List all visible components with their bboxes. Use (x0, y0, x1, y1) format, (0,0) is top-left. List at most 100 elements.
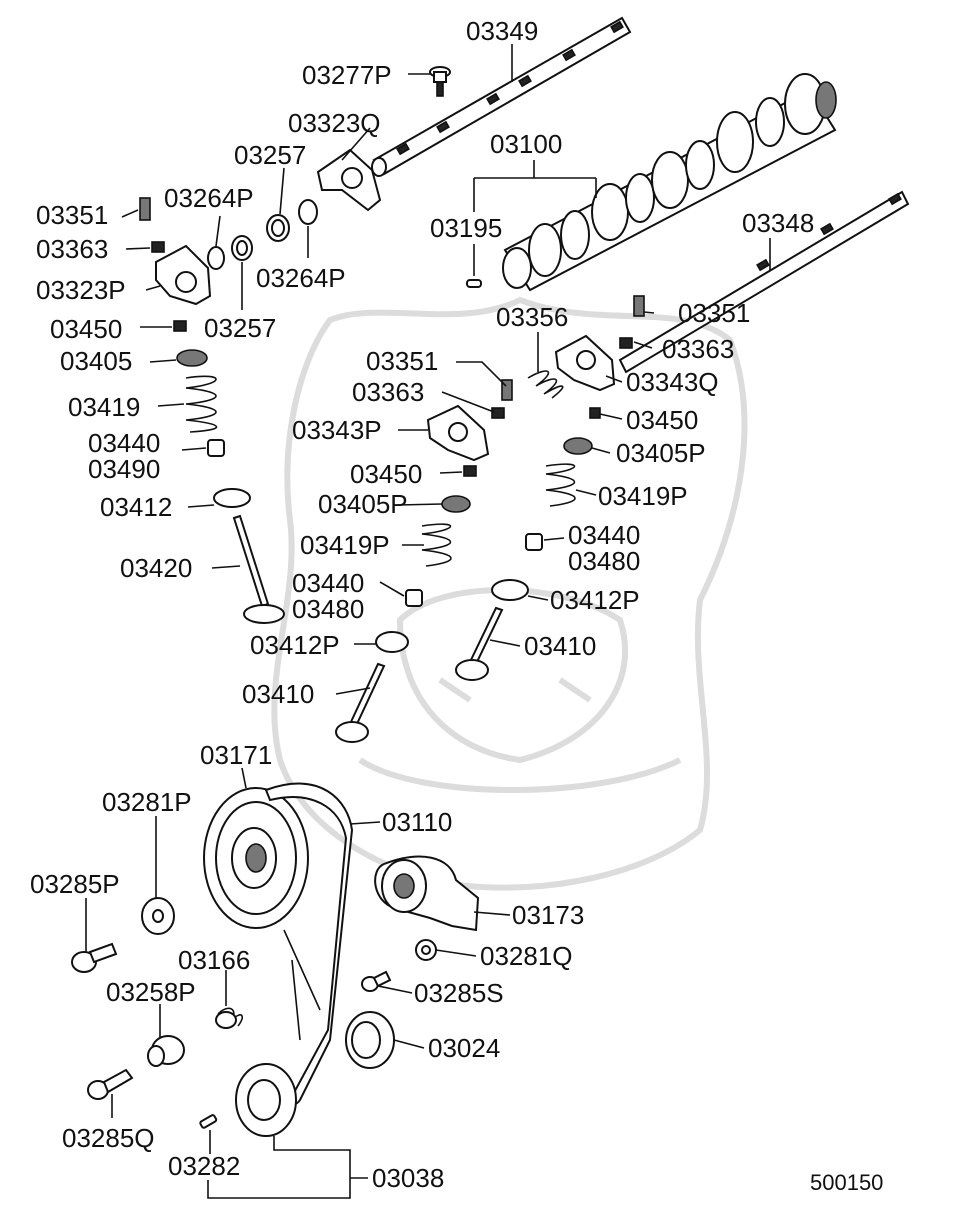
label-03419P-right: 03419P (598, 481, 688, 511)
adjuster-03351-right (633, 295, 645, 317)
part-labels: 03349 03277P 03323Q 03100 03257 03351 03… (30, 16, 883, 1195)
label-03490: 03490 (88, 454, 160, 484)
label-03285Q: 03285Q (62, 1123, 155, 1153)
label-03110: 03110 (382, 807, 452, 837)
label-03038: 03038 (372, 1163, 444, 1193)
label-03257-upper: 03257 (234, 140, 306, 170)
sprocket-03171 (203, 787, 309, 929)
label-03024: 03024 (428, 1033, 500, 1063)
spacer-03258P (147, 1035, 185, 1067)
label-03195: 03195 (430, 213, 502, 243)
bushing-03257-upper (266, 214, 290, 242)
leader-lines (85, 44, 771, 1199)
label-03257-lower: 03257 (204, 313, 276, 343)
adjuster-03351-mid (501, 379, 513, 401)
label-03281Q: 03281Q (480, 941, 573, 971)
seat-03412 (213, 488, 251, 508)
crank-sprocket-03038 (235, 1063, 297, 1137)
valve-03410-right (455, 606, 504, 681)
nut-03450 (173, 320, 187, 332)
label-03363-right: 03363 (662, 334, 734, 364)
bolt-03285P (71, 942, 118, 973)
adjuster-03351 (139, 197, 151, 221)
bolt-03277P (429, 66, 451, 97)
label-03363-mid: 03363 (352, 377, 424, 407)
valve-03420 (232, 514, 285, 624)
label-03450-mid: 03450 (350, 459, 422, 489)
label-03343P: 03343P (292, 415, 382, 445)
key-03282 (199, 1114, 218, 1129)
washer-03264P-lower (207, 246, 225, 270)
spring-03166 (215, 1007, 244, 1029)
washer-03264P-upper (298, 199, 318, 225)
label-03440-right: 03440 (568, 520, 640, 550)
label-03348: 03348 (742, 208, 814, 238)
label-03100: 03100 (490, 129, 562, 159)
nut-03450-mid (463, 465, 477, 477)
retainer-03405 (176, 349, 208, 367)
rocker-arm-03343Q (554, 334, 616, 392)
rocker-arm-03323P (155, 244, 212, 306)
spring-03419P-right (545, 463, 576, 507)
label-03264P-left: 03264P (164, 183, 254, 213)
bushing-03257-lower (231, 235, 253, 261)
seal-03440-right (525, 533, 543, 551)
rocker-arm-03343P (426, 404, 490, 462)
spring-03419P-mid (421, 523, 452, 567)
label-03258P: 03258P (106, 977, 196, 1007)
label-03285P: 03285P (30, 869, 120, 899)
nut-03363-mid (491, 407, 505, 419)
label-03323P: 03323P (36, 275, 126, 305)
label-03440-mid: 03440 (292, 568, 364, 598)
plate-03024 (345, 1011, 395, 1069)
label-03349: 03349 (466, 16, 538, 46)
label-03412P-mid: 03412P (250, 630, 340, 660)
retainer-03405P-right (563, 437, 593, 455)
tensioner-03173 (374, 855, 480, 932)
retainer-03405P-mid (441, 495, 471, 513)
label-03412P-right: 03412P (550, 585, 640, 615)
figure-number: 500150 (810, 1170, 883, 1195)
label-03419P-mid: 03419P (300, 530, 390, 560)
nut-03363 (151, 241, 165, 253)
nut-03363-right (619, 337, 633, 349)
rocker-arm-03323Q (316, 148, 382, 212)
label-03343Q: 03343Q (626, 367, 719, 397)
washer-03281Q (415, 939, 437, 961)
label-03480-mid: 03480 (292, 594, 364, 624)
label-03480-right: 03480 (568, 546, 640, 576)
label-03450-left: 03450 (50, 314, 122, 344)
label-03281P: 03281P (102, 787, 192, 817)
seal-03440-mid (405, 589, 423, 607)
washer-03281P (141, 897, 175, 935)
seat-03412P-right (491, 579, 529, 601)
label-03351-right: 03351 (678, 298, 750, 328)
label-03405: 03405 (60, 346, 132, 376)
seal-03440-03490 (207, 439, 225, 457)
label-03285S: 03285S (414, 978, 504, 1008)
camshaft-03100 (502, 73, 837, 292)
seat-03412P-mid (375, 631, 409, 653)
label-03410-mid: 03410 (242, 679, 314, 709)
label-03420: 03420 (120, 553, 192, 583)
label-03351-left: 03351 (36, 200, 108, 230)
label-03282: 03282 (168, 1151, 240, 1181)
label-03405P-mid: 03405P (318, 489, 408, 519)
label-03277P: 03277P (302, 60, 392, 90)
label-03405P-right: 03405P (616, 438, 706, 468)
label-03419: 03419 (68, 392, 140, 422)
spring-03419 (185, 375, 218, 433)
bolt-03285Q (87, 1068, 134, 1100)
nut-03450-right (589, 407, 601, 419)
label-03412: 03412 (100, 492, 172, 522)
valve-03410-mid (335, 662, 386, 743)
label-03363-left: 03363 (36, 234, 108, 264)
label-03351-mid: 03351 (366, 346, 438, 376)
rocker-shaft-03349 (371, 16, 632, 177)
pin-03195 (466, 279, 482, 288)
spring-03356 (527, 370, 564, 399)
label-03410-right: 03410 (524, 631, 596, 661)
bolt-03285S (361, 970, 392, 992)
